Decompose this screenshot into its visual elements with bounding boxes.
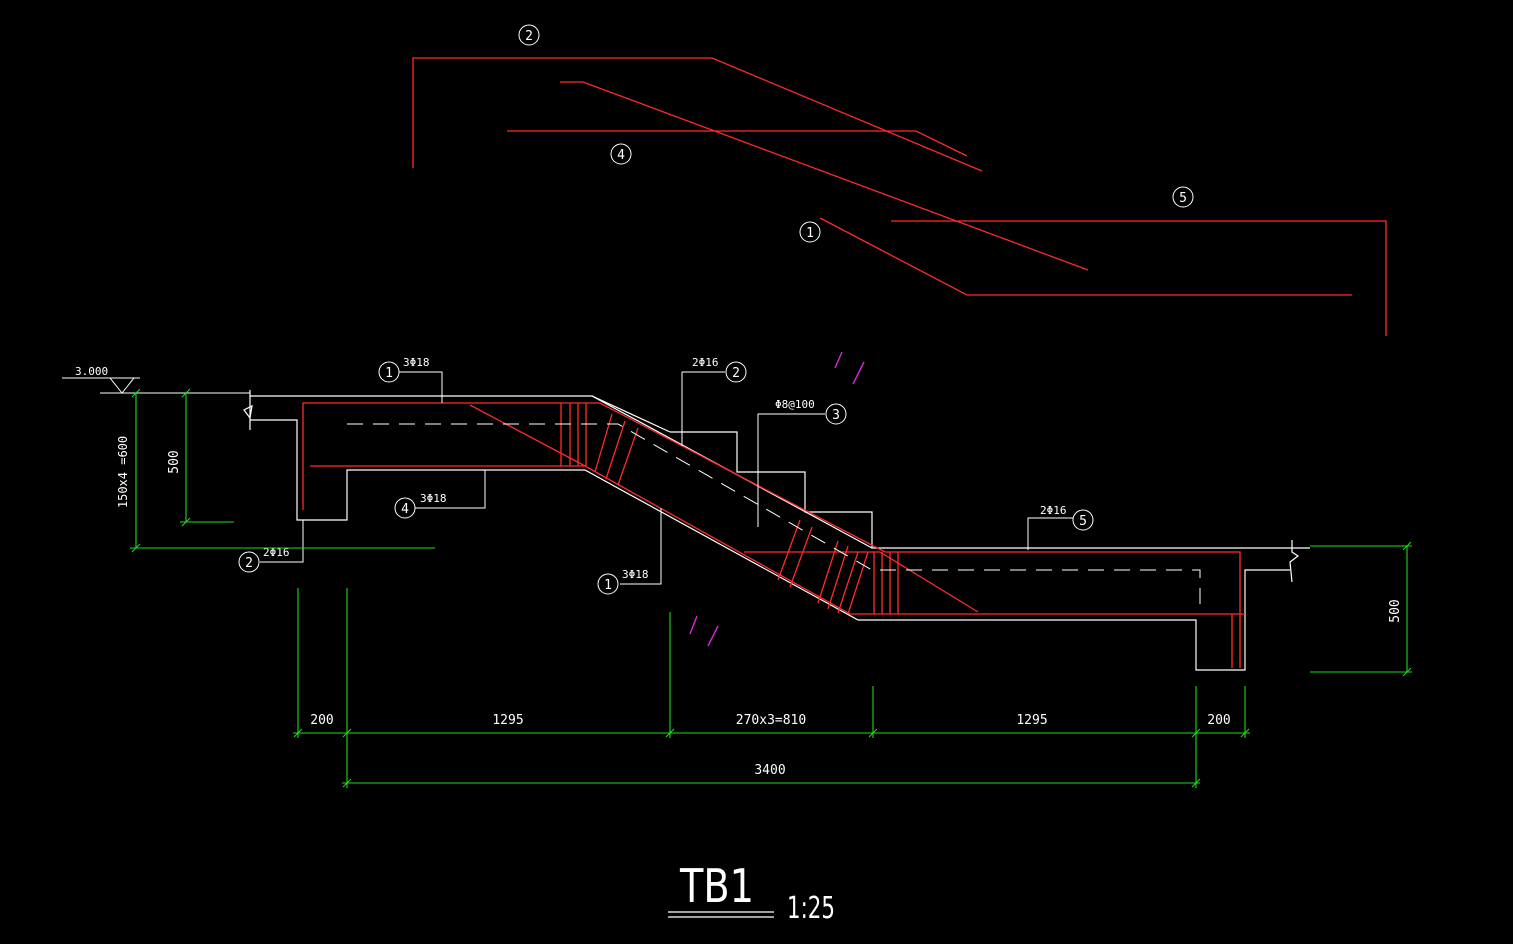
rebar-3-shape: [819, 217, 1352, 296]
title-scale: 1:25: [787, 891, 835, 926]
dim-left-depth: 500: [167, 450, 182, 473]
section-marks: [689, 351, 865, 647]
dim-seg-3: 270x3=810: [736, 713, 806, 728]
dim-seg-4: 1295: [1016, 713, 1047, 728]
mark-2-lower-text: 2: [245, 556, 253, 571]
label-bar3-stirrup: Φ8@100: [775, 398, 815, 411]
label-bar1-upper: 3Φ18: [403, 356, 430, 369]
label-bar4-lower: 3Φ18: [420, 492, 447, 505]
dim-left-height: 150x4 =600: [116, 436, 130, 508]
slab-centerline: [347, 423, 1201, 614]
mark-1-upper: [378, 361, 400, 383]
rebar-4-shape: [507, 130, 968, 157]
rebar-2-shape: [412, 57, 983, 172]
mark-2-upper-text: 2: [732, 366, 740, 381]
mark-4-lower-text: 4: [401, 502, 409, 517]
drawing-title: TB1 1:25: [668, 859, 835, 926]
break-mark-right: [1289, 540, 1300, 583]
mark-5-top: 5: [1179, 191, 1187, 206]
dim-right-depth: 500: [1388, 599, 1403, 622]
mark-2-upper: [725, 361, 747, 383]
mark-3-upper-text: 3: [832, 408, 840, 423]
rebar-schedule-marks: [518, 24, 1194, 243]
leaders: [238, 361, 1094, 595]
rebar-schedule: [412, 57, 1387, 336]
mark-5-right: [1072, 509, 1094, 531]
elevation-value: 3.000: [75, 365, 108, 378]
mark-1-upper-text: 1: [385, 366, 393, 381]
mark-4-top: 4: [617, 148, 625, 163]
dim-total: 3400: [754, 763, 785, 778]
mark-1-lower-text: 1: [604, 578, 612, 593]
mark-1-top: 1: [806, 226, 814, 241]
dim-seg-5: 200: [1207, 713, 1230, 728]
label-bar5-right: 2Φ16: [1040, 504, 1067, 517]
title-name: TB1: [679, 859, 754, 913]
label-bar1-lower: 3Φ18: [622, 568, 649, 581]
stair-outline: [243, 390, 1310, 671]
stair-rebar: [302, 402, 1245, 668]
mark-5-right-text: 5: [1079, 514, 1087, 529]
label-bar2-upper: 2Φ16: [692, 356, 719, 369]
label-bar2-lower: 2Φ16: [263, 546, 290, 559]
mark-4-lower: [394, 497, 416, 519]
mark-2-lower: [238, 551, 260, 573]
mark-3-upper: [825, 403, 847, 425]
rebar-5-shape: [891, 220, 1387, 336]
rebar-1-shape: [560, 81, 1089, 271]
mark-1-lower: [597, 573, 619, 595]
elevation-marker: [62, 377, 250, 394]
dimension-lines: [130, 388, 1412, 788]
dim-seg-1: 200: [310, 713, 333, 728]
dim-seg-2: 1295: [492, 713, 523, 728]
mark-2-top: 2: [525, 29, 533, 44]
rebar-2: [302, 402, 1241, 668]
rebar-1: [469, 404, 1245, 615]
